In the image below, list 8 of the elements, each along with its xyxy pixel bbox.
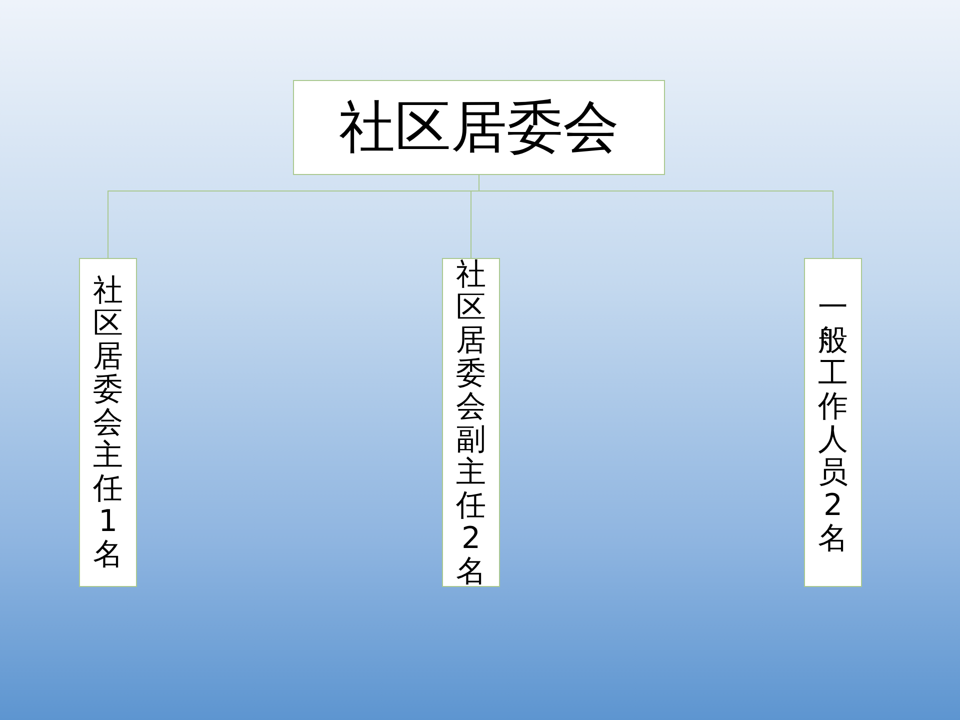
org-box xyxy=(293,80,665,175)
org-box xyxy=(804,258,862,587)
org-box xyxy=(442,258,500,587)
org-box xyxy=(79,258,137,587)
box-label: 社区居委会 xyxy=(339,94,619,162)
box-label: 一般工作人员2名 xyxy=(817,290,849,554)
box-label: 社区居委会副主任2名 xyxy=(455,258,487,588)
box-label: 社区居委会主任1名 xyxy=(92,274,124,571)
